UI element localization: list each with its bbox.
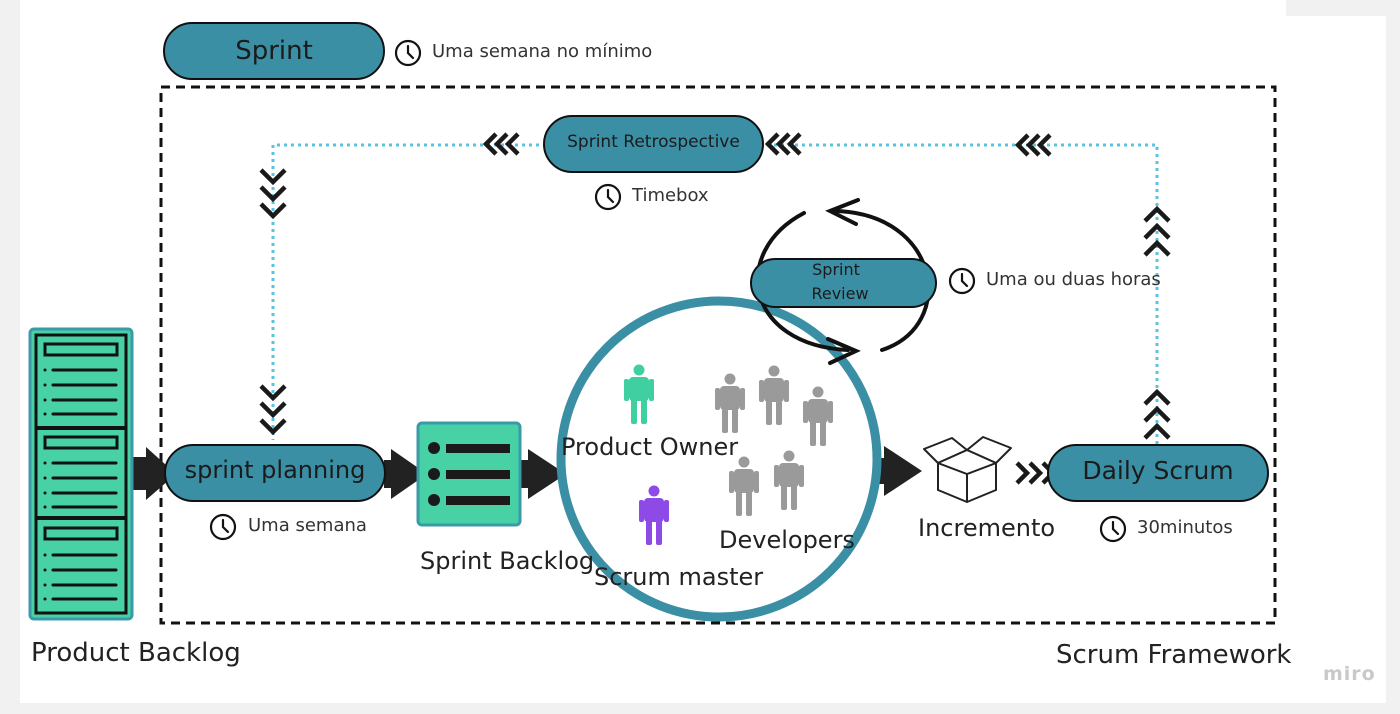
daily-scrum-label: Daily Scrum (1082, 456, 1234, 485)
daily-scrum-pill[interactable] (1047, 444, 1269, 502)
server-rack-icon (28, 327, 134, 621)
review-duration: Uma ou duas horas (986, 269, 1161, 290)
sprint-duration: Uma semana no mínimo (432, 41, 653, 62)
product-owner-label: Product Owner (561, 433, 739, 461)
open-box-icon (923, 436, 1012, 503)
product-backlog-label: Product Backlog (31, 638, 241, 668)
arrow-right-icon (876, 446, 922, 496)
retrospective-label: Sprint Retrospective (567, 132, 740, 152)
arrow-right-icon (520, 449, 566, 499)
feedback-loop-line (271, 143, 1159, 465)
arrow-right-icon (384, 449, 427, 499)
miro-watermark: miro (1323, 663, 1376, 685)
clock-icon (594, 183, 622, 211)
daily-scrum-duration: 30minutos (1137, 517, 1233, 538)
planning-duration: Uma semana (248, 515, 367, 536)
sprint-frame (159, 85, 1277, 625)
framework-label: Scrum Framework (1056, 640, 1292, 670)
clock-icon (394, 39, 422, 67)
scrum-master-label: Scrum master (594, 563, 764, 591)
planning-pill[interactable] (164, 444, 386, 502)
sprint-backlog-label: Sprint Backlog (420, 547, 595, 575)
toolbar-corner (1286, 0, 1400, 16)
developers-label: Developers (719, 526, 855, 554)
review-label-line2: Review (811, 284, 869, 303)
retrospective-duration: Timebox (632, 185, 709, 206)
clock-icon (948, 267, 976, 295)
retrospective-pill[interactable] (543, 115, 764, 173)
sprint-pill[interactable] (163, 22, 385, 80)
clock-icon (1099, 515, 1127, 543)
arrow-right-icon (133, 447, 176, 500)
planning-label: sprint planning (184, 456, 366, 484)
review-pill[interactable] (750, 258, 937, 308)
review-label-line1: Sprint (812, 260, 860, 279)
list-icon (416, 421, 522, 527)
clock-icon (209, 513, 237, 541)
sprint-label: Sprint (235, 36, 313, 66)
increment-label: Incremento (918, 514, 1056, 542)
